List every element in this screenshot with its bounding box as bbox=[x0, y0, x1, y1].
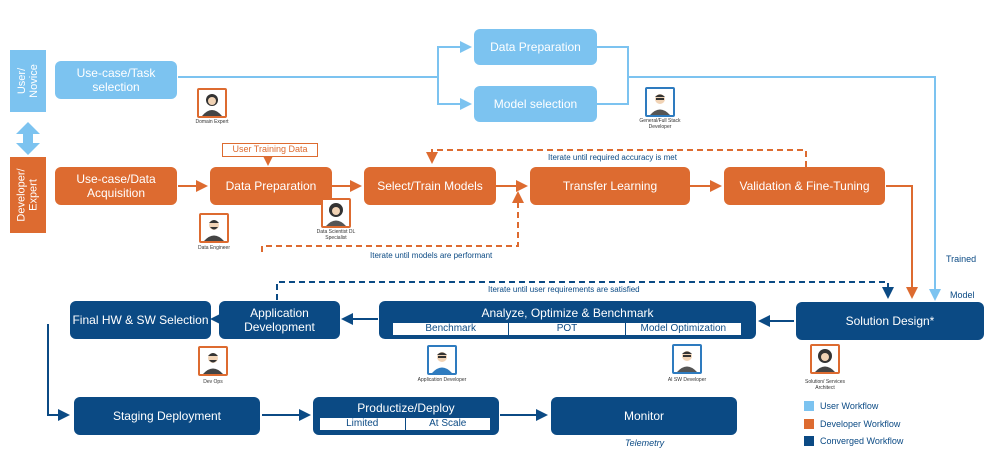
general-developer-caption: General/Full Stack Developer bbox=[639, 118, 681, 130]
iterate-dashed-orange bbox=[261, 149, 807, 252]
usecase-data-acquisition-box[interactable]: Use-case/Data Acquisition bbox=[55, 167, 177, 205]
telemetry-label: Telemetry bbox=[625, 438, 665, 448]
analyze-subitems: Benchmark POT Model Optimization bbox=[393, 323, 741, 335]
domain-expert-avatar-icon bbox=[197, 88, 227, 118]
general-developer-avatar-icon bbox=[645, 87, 675, 117]
limited-item[interactable]: Limited bbox=[320, 418, 406, 430]
legend-swatch bbox=[804, 436, 814, 446]
transfer-learning-box[interactable]: Transfer Learning bbox=[530, 167, 690, 205]
data-engineer-avatar-icon bbox=[199, 213, 229, 243]
validation-fine-tuning-box[interactable]: Validation & Fine-Tuning bbox=[724, 167, 885, 205]
iterate-requirements-label: Iterate until user requirements are sati… bbox=[488, 285, 640, 294]
application-developer-avatar-icon bbox=[427, 345, 457, 375]
pot-item[interactable]: POT bbox=[509, 323, 626, 335]
model-selection-box[interactable]: Model selection bbox=[474, 86, 597, 122]
application-development-box[interactable]: Application Development bbox=[219, 301, 340, 339]
monitor-box[interactable]: Monitor bbox=[551, 397, 737, 435]
lane-user-novice: User/ Novice bbox=[10, 50, 46, 112]
legend-converged-workflow: Converged Workflow bbox=[804, 436, 903, 446]
application-developer-caption: Application Developer bbox=[417, 377, 467, 383]
converged-workflow-lines bbox=[47, 313, 794, 421]
iterate-dashed-navy bbox=[276, 281, 894, 300]
lane-swap-arrow bbox=[16, 122, 40, 155]
select-train-models-box[interactable]: Select/Train Models bbox=[364, 167, 496, 205]
benchmark-item[interactable]: Benchmark bbox=[393, 323, 510, 335]
developer-workflow-lines bbox=[178, 154, 918, 299]
solution-architect-caption: Solution/ Services Architect bbox=[804, 379, 846, 391]
staging-deployment-box[interactable]: Staging Deployment bbox=[74, 397, 260, 435]
data-scientist-avatar-icon bbox=[321, 198, 351, 228]
iterate-accuracy-label: Iterate until required accuracy is met bbox=[548, 153, 677, 162]
data-preparation-dev-box[interactable]: Data Preparation bbox=[210, 167, 332, 205]
legend-user-workflow: User Workflow bbox=[804, 401, 878, 411]
model-optimization-item[interactable]: Model Optimization bbox=[640, 323, 727, 334]
iterate-performant-label: Iterate until models are performant bbox=[370, 251, 493, 260]
legend-developer-workflow: Developer Workflow bbox=[804, 419, 900, 429]
data-scientist-caption: Data Scientist DL Specialist bbox=[316, 229, 356, 241]
usecase-task-selection-box[interactable]: Use-case/Task selection bbox=[55, 61, 177, 99]
model-label: Model bbox=[950, 290, 975, 300]
final-hw-sw-selection-box[interactable]: Final HW & SW Selection bbox=[70, 301, 211, 339]
domain-expert-caption: Domain Expert bbox=[195, 119, 229, 125]
productize-subitems: Limited At Scale bbox=[320, 418, 490, 430]
trained-label: Trained bbox=[946, 254, 977, 264]
at-scale-item[interactable]: At Scale bbox=[429, 418, 467, 429]
user-training-data-label: User Training Data bbox=[222, 143, 318, 157]
solution-architect-avatar-icon bbox=[810, 344, 840, 374]
legend-swatch bbox=[804, 401, 814, 411]
user-workflow-lines bbox=[178, 41, 941, 301]
ai-sw-developer-avatar-icon bbox=[672, 344, 702, 374]
legend-swatch bbox=[804, 419, 814, 429]
ai-sw-developer-caption: AI SW Developer bbox=[667, 377, 707, 383]
solution-design-box[interactable]: Solution Design* bbox=[796, 302, 984, 340]
dev-ops-avatar-icon bbox=[198, 346, 228, 376]
dev-ops-caption: Dev Ops bbox=[203, 379, 223, 385]
data-preparation-user-box[interactable]: Data Preparation bbox=[474, 29, 597, 65]
data-engineer-caption: Data Engineer bbox=[198, 245, 230, 251]
lane-developer-expert: Developer/ Expert bbox=[10, 157, 46, 233]
